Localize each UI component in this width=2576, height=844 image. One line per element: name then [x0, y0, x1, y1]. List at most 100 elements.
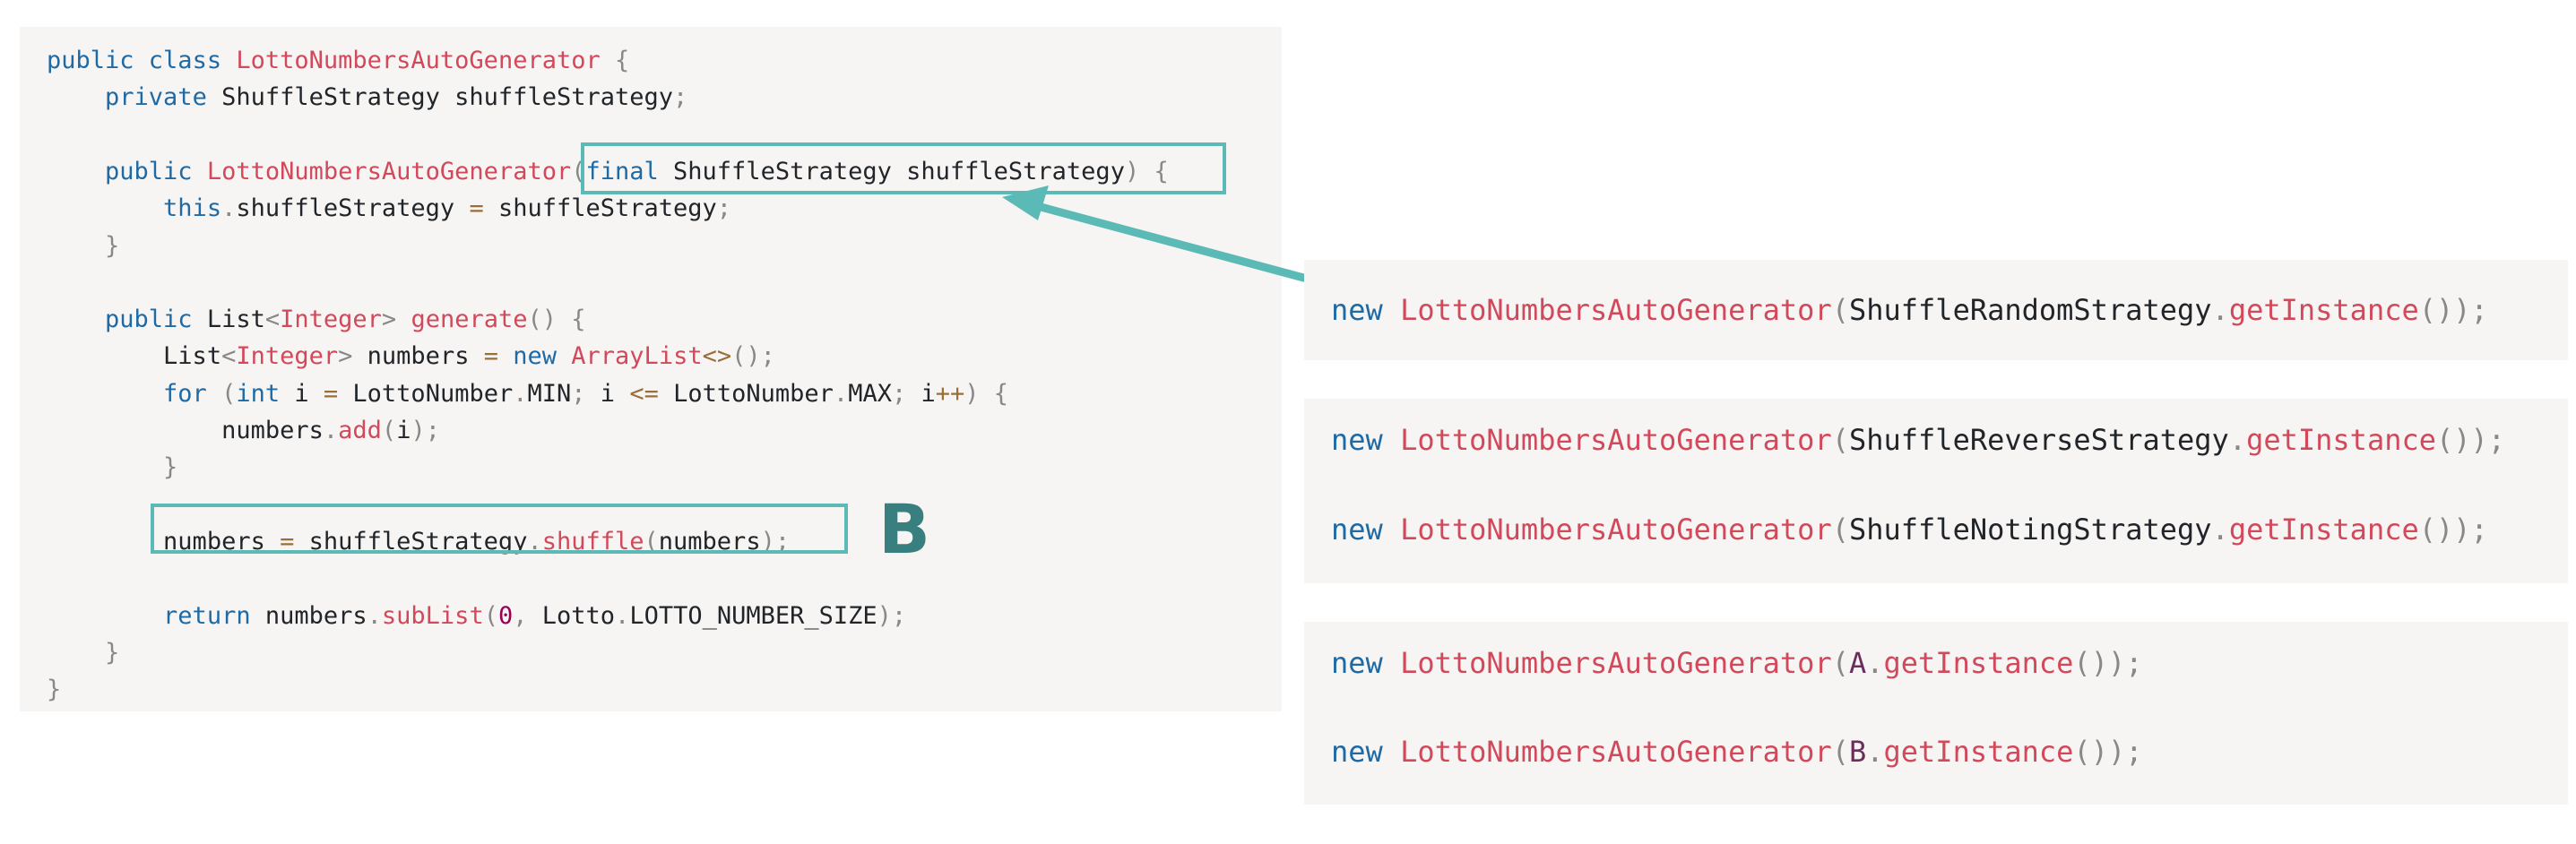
code-token: <= [629, 379, 659, 408]
code-token: ()); [2073, 646, 2143, 680]
code-token: i [294, 379, 324, 408]
snippet-reverse-noting-panel: new LottoNumbersAutoGenerator(ShuffleRev… [1304, 399, 2568, 583]
code-token: private [105, 83, 222, 112]
code-token: () { [527, 306, 586, 334]
code-token: LottoNumbersAutoGenerator [236, 47, 601, 74]
main-code-panel: public class LottoNumbersAutoGenerator {… [20, 27, 1282, 711]
code-token: LottoNumbersAutoGenerator [1400, 293, 1832, 327]
snippet-1-line: new LottoNumbersAutoGenerator(ShuffleRan… [1331, 290, 2488, 330]
main-code-line: private ShuffleStrategy shuffleStrategy; [47, 80, 687, 116]
code-token: < [221, 342, 237, 371]
code-token: . [2228, 423, 2247, 457]
code-token: final [585, 157, 674, 185]
code-token: Lotto [527, 601, 616, 630]
main-code-line: } [47, 228, 119, 264]
code-token: return [163, 601, 265, 630]
code-token: new [1331, 512, 1401, 547]
code-token: . [2211, 512, 2229, 547]
snippet-2-line: new LottoNumbersAutoGenerator(ShuffleNot… [1331, 510, 2488, 549]
code-token: new [1331, 735, 1401, 769]
code-token: new [1331, 423, 1401, 457]
code-token: add [338, 417, 382, 444]
code-token: MAX [848, 379, 892, 408]
main-code-line: for (int i = LottoNumber.MIN; i <= Lotto… [47, 376, 1008, 412]
code-token: ; [891, 379, 907, 408]
code-token: ShuffleNotingStrategy [1848, 512, 2212, 547]
code-token: ShuffleStrategy shuffleStrategy [221, 83, 673, 112]
code-token: } [105, 638, 120, 667]
code-token: . [1866, 735, 1884, 769]
code-token: < [264, 306, 281, 334]
code-token: LottoNumbersAutoGenerator [1400, 512, 1832, 547]
code-token: LottoNumbersAutoGenerator [1400, 646, 1832, 680]
code-token: ( [644, 527, 659, 555]
code-token: getInstance [2228, 293, 2419, 327]
code-token: ()); [2436, 423, 2506, 457]
code-token: ( [1831, 293, 1849, 327]
code-token: ); [411, 417, 440, 444]
code-token: ShuffleStrategy shuffleStrategy [673, 157, 1125, 185]
code-token: . [513, 379, 528, 408]
code-token: List [163, 342, 222, 371]
code-token: LottoNumber [338, 379, 514, 408]
constructor-parameter-highlight [581, 142, 1226, 194]
code-token: shuffleStrategy [236, 194, 470, 223]
code-token: for [163, 379, 222, 408]
snippet-ab-panel: new LottoNumbersAutoGenerator(A.getInsta… [1304, 622, 2568, 805]
code-token: numbers [352, 342, 484, 371]
code-token: LottoNumbersAutoGenerator [206, 157, 572, 185]
code-token: ArrayList [571, 342, 703, 371]
code-token: numbers [264, 601, 367, 630]
code-token: ( [483, 601, 498, 630]
code-token: new [1331, 646, 1401, 680]
code-token: getInstance [2228, 512, 2419, 547]
snippet-3-line: new LottoNumbersAutoGenerator(A.getInsta… [1331, 643, 2142, 683]
code-token: ShuffleReverseStrategy [1848, 423, 2229, 457]
code-token: = [323, 379, 339, 408]
code-token: (); [731, 342, 775, 371]
code-token: i [906, 379, 936, 408]
snippet-2-line: new LottoNumbersAutoGenerator(ShuffleRev… [1331, 420, 2505, 460]
code-token: public [105, 157, 207, 185]
code-token: ()); [2073, 735, 2143, 769]
code-token: Integer [236, 342, 339, 371]
code-token: ( [381, 417, 397, 444]
code-token: 0 [497, 601, 514, 630]
arrow-line [1026, 200, 1335, 289]
code-token: LottoNumber [658, 379, 834, 408]
code-token: ( [1831, 735, 1849, 769]
code-token: ; [571, 379, 586, 408]
code-token: new [1331, 293, 1401, 327]
code-token: = [280, 527, 295, 555]
code-token: Integer [280, 306, 382, 334]
code-token: ShuffleRandomStrategy [1848, 293, 2212, 327]
main-code-line: } [47, 635, 119, 671]
code-token: ) { [1124, 157, 1169, 185]
arrow-head-icon [1002, 185, 1049, 220]
code-token: List [206, 306, 265, 334]
code-token: ++ [935, 379, 965, 408]
main-code-line: public LottoNumbersAutoGenerator(final S… [47, 154, 1169, 190]
code-token: int [236, 379, 295, 408]
snippet-random-strategy-panel: new LottoNumbersAutoGenerator(ShuffleRan… [1304, 260, 2568, 360]
main-code-line: return numbers.subList(0, Lotto.LOTTO_NU… [47, 599, 906, 634]
code-token: new [513, 342, 572, 371]
code-token: } [105, 231, 120, 260]
main-code-line: public class LottoNumbersAutoGenerator { [47, 43, 629, 79]
code-token: shuffleStrategy [483, 194, 717, 223]
code-token: MIN [527, 379, 572, 408]
code-token: this [163, 194, 222, 223]
main-code-line: List<Integer> numbers = new ArrayList<>(… [47, 339, 775, 375]
code-token: . [527, 527, 542, 555]
code-token: { [600, 47, 630, 74]
main-code-line: } [47, 672, 61, 708]
code-token: . [221, 194, 237, 223]
main-code-line: this.shuffleStrategy = shuffleStrategy; [47, 191, 731, 227]
main-code-line: public List<Integer> generate() { [47, 302, 586, 338]
code-token: generate [411, 306, 528, 334]
code-token: ; [716, 194, 732, 223]
code-token: LottoNumbersAutoGenerator [1400, 735, 1832, 769]
code-token: i [585, 379, 630, 408]
code-token: ) { [964, 379, 1009, 408]
code-token: ); [877, 601, 907, 630]
